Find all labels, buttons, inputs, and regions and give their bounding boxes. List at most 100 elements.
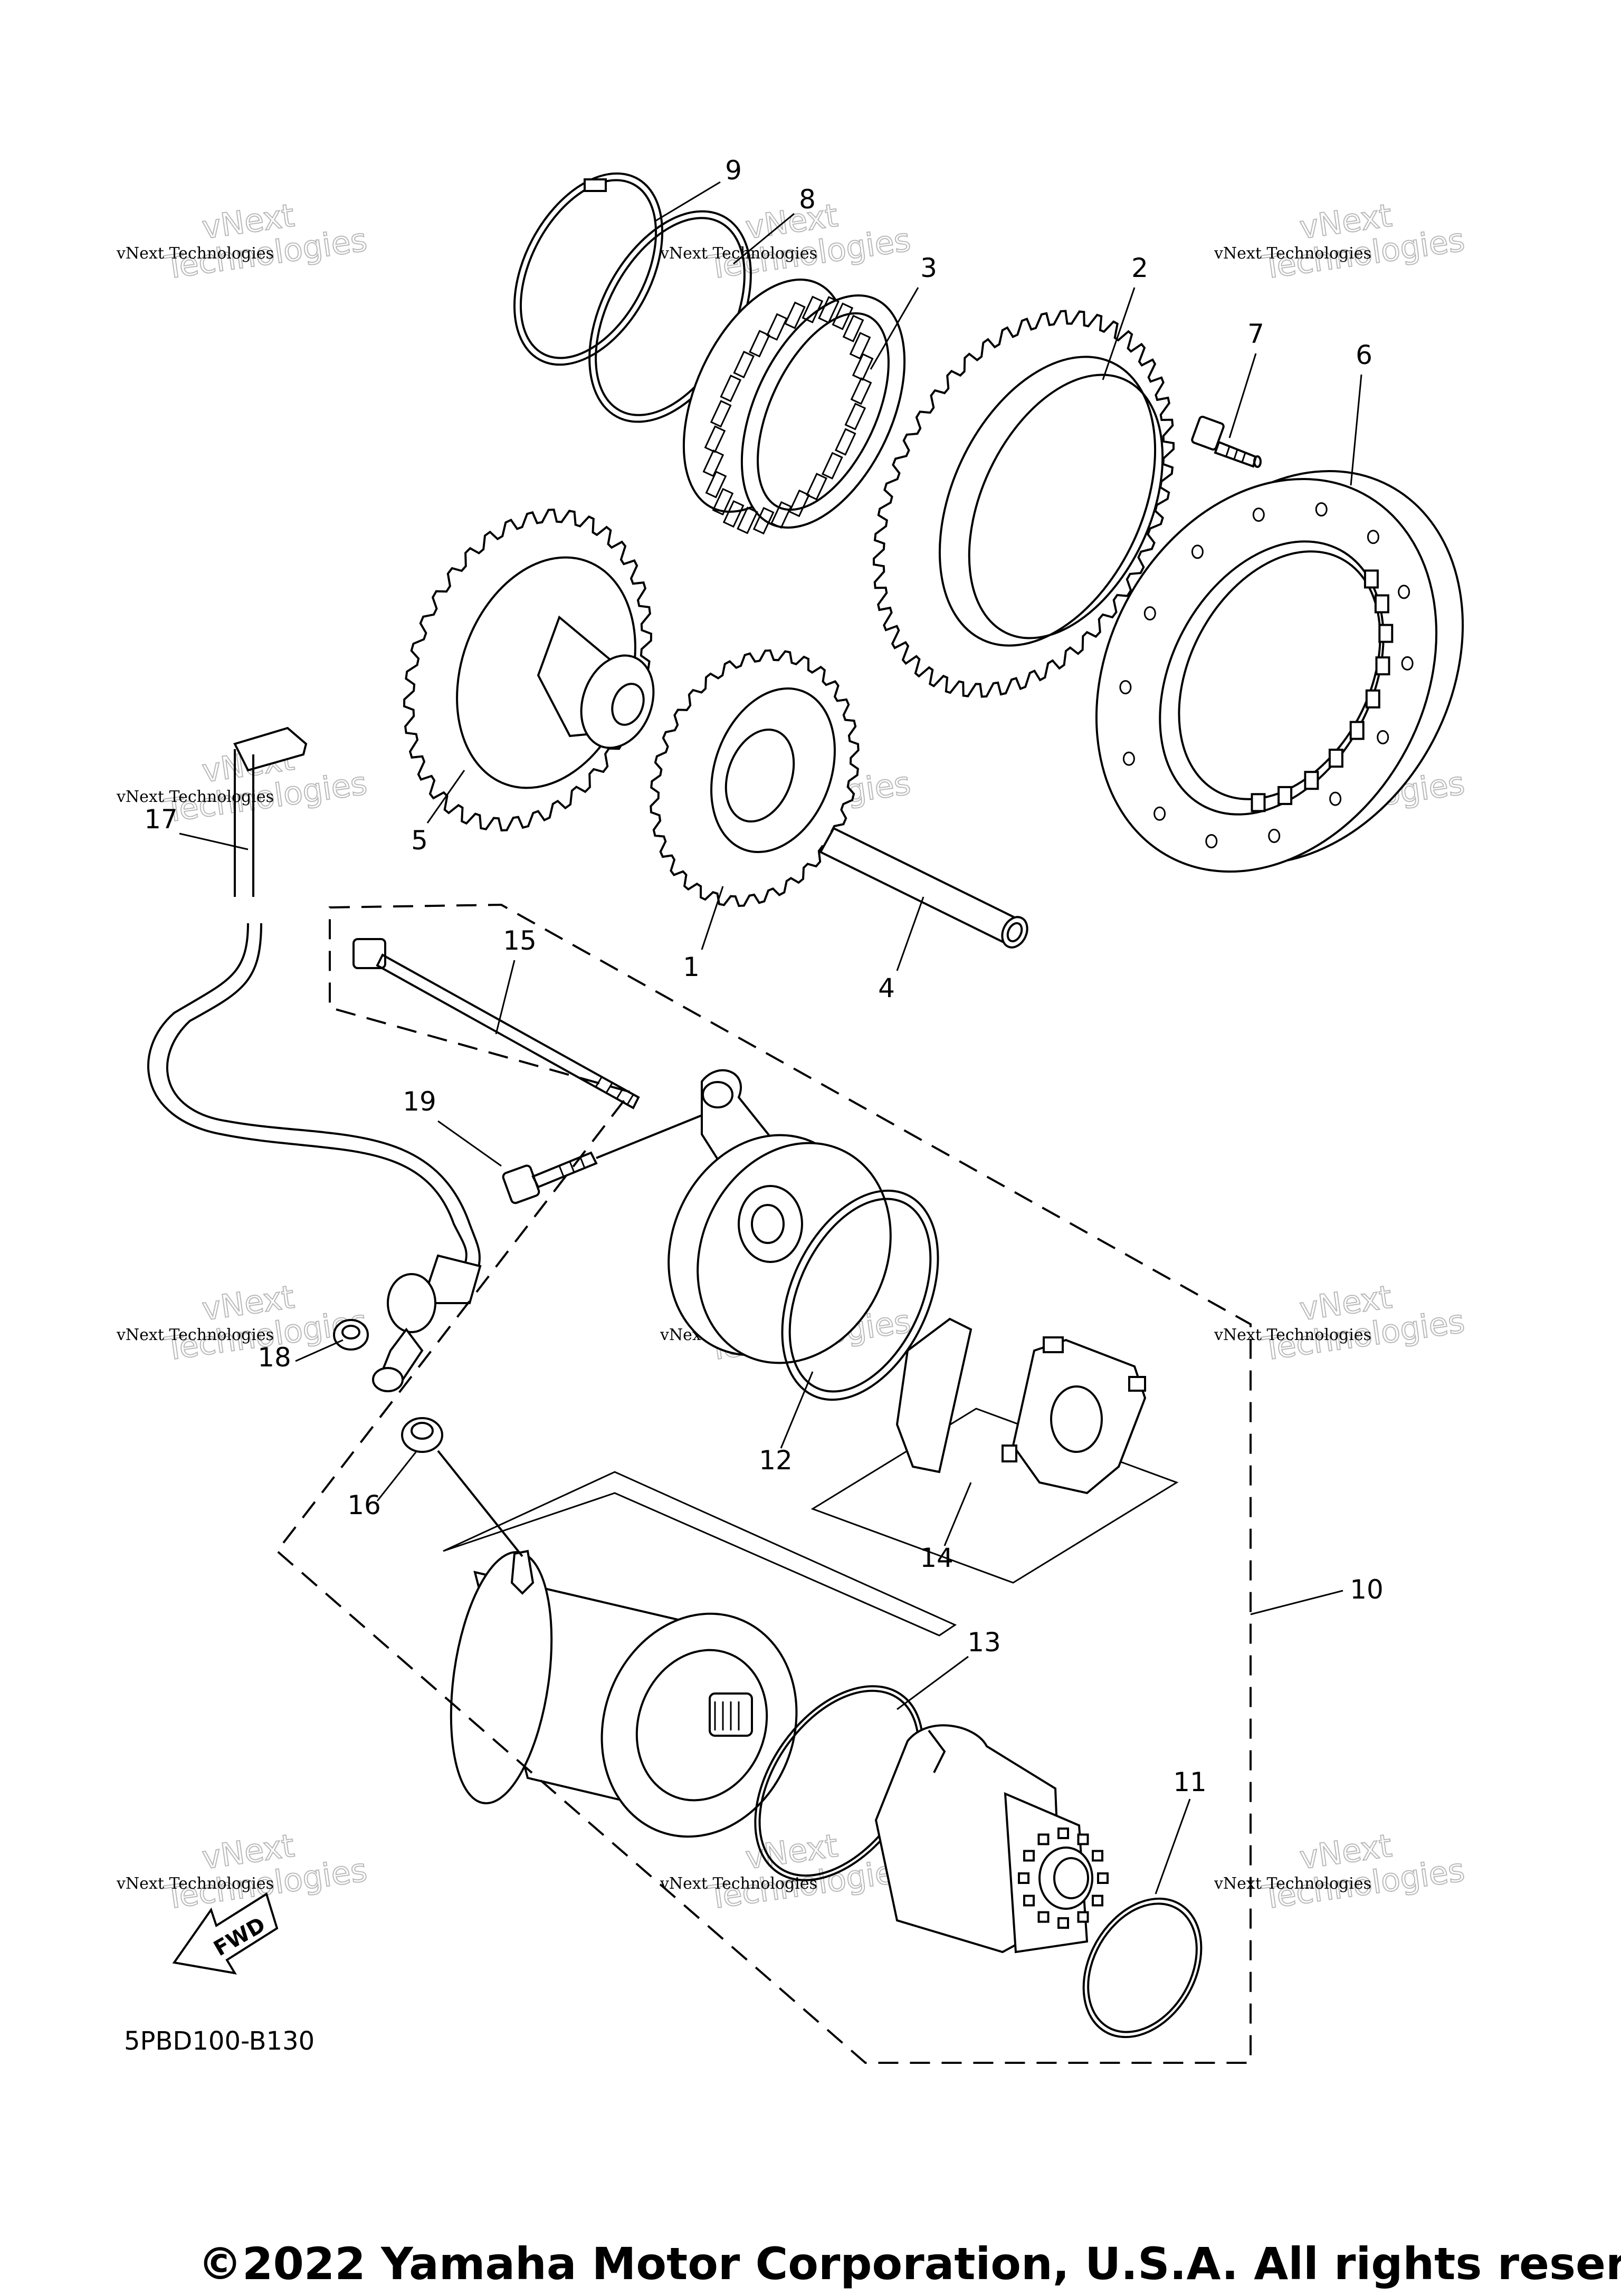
callout-15[interactable]: 15 (503, 925, 537, 956)
pinion-tooth (1018, 1872, 1029, 1884)
callout-13[interactable]: 13 (967, 1627, 1001, 1658)
clutch-sprag (849, 332, 871, 360)
part-1-starter-gear[interactable] (650, 649, 860, 907)
part-3-one-way-clutch[interactable] (651, 254, 938, 557)
clutch-sprag (752, 506, 775, 535)
part-16-nut[interactable] (401, 1417, 443, 1453)
callout-6[interactable]: 6 (1356, 340, 1372, 370)
leader-line-16 (376, 1450, 418, 1501)
clutch-sprag (749, 330, 770, 358)
watermark-text: vNext Technologies (116, 788, 274, 806)
watermark-text: vNext Technologies (116, 1326, 274, 1344)
clutch-sprag (806, 473, 827, 501)
clutch-sprag (702, 449, 724, 477)
rotor-bolt-hole (1398, 585, 1410, 599)
leader-line-1 (701, 886, 724, 950)
callout-5[interactable]: 5 (411, 825, 428, 856)
callout-16[interactable]: 16 (347, 1490, 381, 1520)
rotor-bolt-hole (1401, 656, 1414, 671)
rotor-bolt-hole (1122, 751, 1135, 766)
clutch-sprag (737, 506, 758, 534)
part-19-bolt[interactable] (502, 1112, 708, 1204)
leader-line-4 (896, 896, 924, 971)
callout-9[interactable]: 9 (725, 155, 742, 186)
part-18-nut[interactable] (333, 1319, 369, 1351)
rotor-bolt-hole (1191, 544, 1204, 559)
clutch-sprag (770, 501, 792, 529)
callout-19[interactable]: 19 (403, 1086, 436, 1117)
callout-17[interactable]: 17 (144, 804, 178, 835)
callout-18[interactable]: 18 (258, 1342, 291, 1373)
rotor-roller (1363, 569, 1379, 589)
pinion-tooth (1037, 1833, 1050, 1845)
clutch-sprag (733, 350, 755, 379)
rotor-roller (1328, 749, 1343, 768)
leader-line-15 (495, 960, 516, 1035)
starter-rear-cover[interactable] (874, 1724, 1109, 1954)
clutch-sprag (842, 314, 864, 342)
clutch-sprag (710, 400, 732, 428)
callout-14[interactable]: 14 (920, 1543, 953, 1573)
fwd-arrow: FWD (172, 1892, 279, 1975)
rotor-bolt-hole (1205, 834, 1218, 848)
callout-11[interactable]: 11 (1173, 1767, 1207, 1797)
rotor-roller (1365, 689, 1380, 709)
clutch-sprag (704, 425, 726, 453)
part-6-rotor-housing[interactable] (1030, 412, 1529, 931)
pinion-tooth (1037, 1911, 1050, 1923)
clutch-sprag (834, 428, 856, 456)
part-11-o-ring[interactable] (1060, 1878, 1225, 2058)
pinion-tooth (1077, 1911, 1089, 1923)
part-9-circlip[interactable] (484, 148, 692, 389)
callout-12[interactable]: 12 (759, 1445, 793, 1476)
starter-motor-yoke[interactable] (436, 1450, 957, 1864)
rotor-bolt-hole (1315, 502, 1328, 516)
pinion-tooth (1057, 1917, 1069, 1929)
pinion-tooth (1092, 1895, 1103, 1907)
pinion-tooth (1023, 1895, 1035, 1907)
clutch-sprag (821, 452, 843, 480)
part-4-shaft[interactable] (819, 827, 1032, 951)
clutch-sprag (832, 302, 854, 330)
part-2-starter-wheel-gear[interactable] (873, 310, 1202, 698)
rotor-bolt-hole (1252, 508, 1265, 522)
rotor-bolt-hole (1367, 530, 1379, 544)
leader-line-8 (733, 213, 795, 265)
pinion-tooth (1097, 1872, 1109, 1884)
leader-line-19 (437, 1120, 502, 1167)
pinion-tooth (1057, 1828, 1069, 1839)
leader-line-10 (1250, 1590, 1343, 1615)
pinion-tooth (1077, 1833, 1089, 1845)
leader-line-14 (943, 1482, 972, 1546)
watermark-text: vNext Technologies (1214, 1326, 1371, 1344)
callout-1[interactable]: 1 (683, 952, 700, 982)
callout-3[interactable]: 3 (920, 253, 937, 283)
clutch-sprag (712, 487, 734, 516)
callout-4[interactable]: 4 (878, 973, 895, 1003)
leader-line-5 (426, 770, 465, 824)
leader-line-9 (654, 181, 721, 223)
clutch-sprag (802, 295, 824, 323)
leader-line-2 (1102, 287, 1136, 380)
leader-line-7 (1228, 353, 1257, 438)
part-14-brush-holder[interactable] (810, 1317, 1179, 1584)
part-17-lead-wire[interactable] (147, 726, 482, 1392)
callout-10[interactable]: 10 (1350, 1574, 1384, 1605)
rotor-roller (1304, 771, 1319, 790)
part-7-bolt[interactable] (1191, 416, 1262, 468)
part-5-idle-gear[interactable] (403, 509, 666, 831)
rotor-roller (1277, 786, 1293, 805)
callout-7[interactable]: 7 (1247, 319, 1264, 349)
callout-2[interactable]: 2 (1131, 253, 1148, 283)
part-12-o-ring[interactable] (751, 1166, 969, 1425)
rotor-bolt-hole (1143, 606, 1156, 621)
rotor-bolt-hole (1268, 828, 1281, 843)
watermark-text: vNext Technologies (1214, 244, 1371, 263)
leader-line-12 (780, 1371, 814, 1449)
clutch-sprag (705, 471, 727, 499)
starter-front-cover[interactable] (634, 1069, 926, 1395)
callout-8[interactable]: 8 (799, 184, 816, 215)
watermark-text: vNext Technologies (116, 1874, 274, 1893)
diagram-code: 5PBD100-B130 (124, 2026, 314, 2056)
